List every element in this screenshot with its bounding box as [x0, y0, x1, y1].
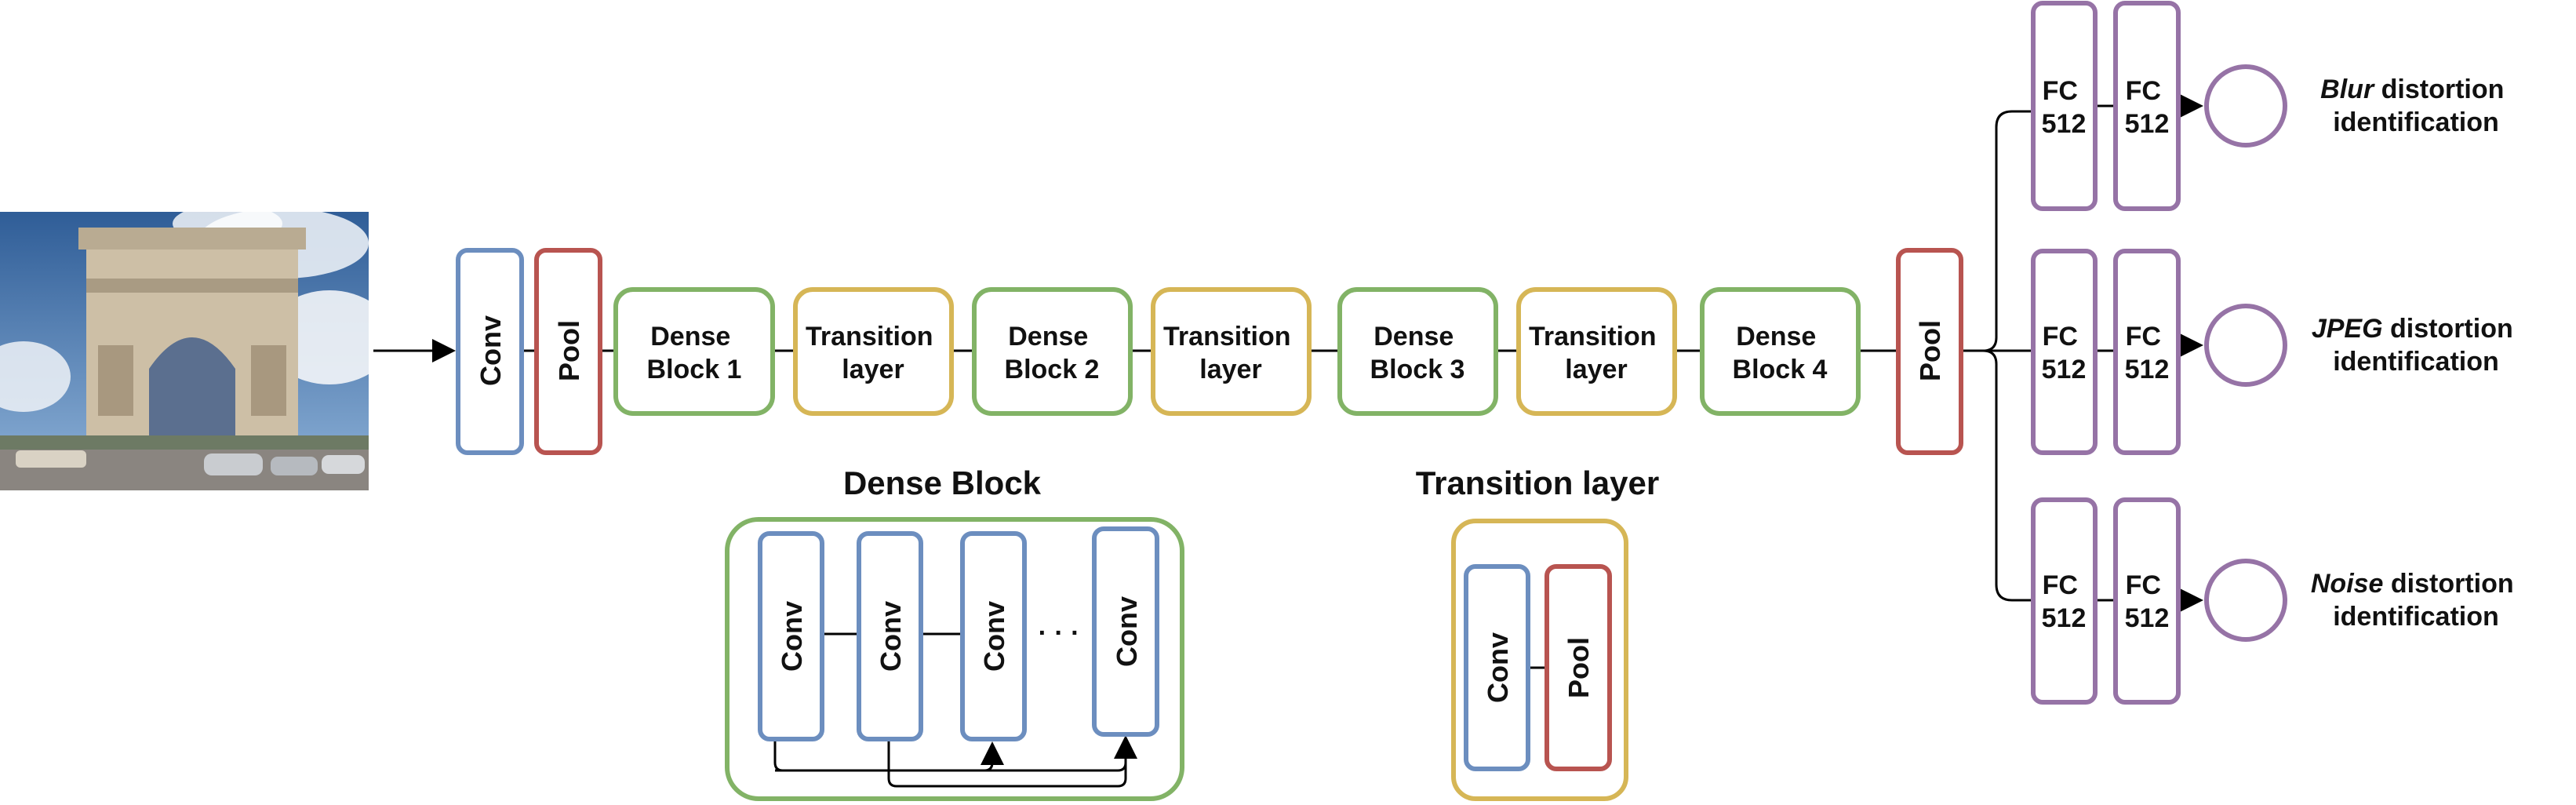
fc-block-blur-1 — [2031, 1, 2098, 211]
pool-label-1: Pool — [553, 320, 585, 381]
output-label-blur: Blur distortion identification — [2320, 75, 2512, 137]
dense-block-3-label: Dense Block 3 — [1370, 322, 1465, 384]
dense-detail-conv-4 — [1092, 526, 1159, 737]
fc-block-noise-1 — [2031, 497, 2098, 705]
output-label-jpeg: JPEG distortion identification — [2312, 314, 2520, 377]
transition-detail-conv — [1464, 564, 1530, 771]
transition-layer-2-label: Transition layer — [1163, 322, 1298, 384]
transition-detail-pool-label: Pool — [1563, 637, 1595, 698]
fc-label-noise-2: FC 512 — [2125, 570, 2170, 633]
dense-block-4-label: Dense Block 4 — [1733, 322, 1828, 384]
fc-label-blur-1: FC 512 — [2042, 76, 2087, 139]
transition-detail-pool — [1545, 564, 1612, 771]
dense-block-2 — [972, 287, 1133, 416]
fc-block-jpeg-1 — [2031, 249, 2098, 455]
transition-detail-title: Transition layer — [1416, 464, 1659, 501]
input-image — [0, 212, 369, 490]
fc-block-blur-2 — [2113, 1, 2181, 211]
output-node-noise — [2204, 559, 2287, 642]
output-node-blur — [2204, 64, 2287, 148]
fc-block-jpeg-2 — [2113, 249, 2181, 455]
fc-label-jpeg-1: FC 512 — [2042, 322, 2087, 384]
fc-label-blur-2: FC 512 — [2125, 76, 2170, 139]
transition-layer-3-label: Transition layer — [1529, 322, 1664, 384]
dense-block-1 — [613, 287, 775, 416]
fc-label-jpeg-2: FC 512 — [2125, 322, 2170, 384]
transition-layer-1 — [793, 287, 954, 416]
transition-layer-1-label: Transition layer — [806, 322, 941, 384]
dense-detail-conv-3 — [960, 531, 1027, 741]
output-label-noise: Noise distortion identification — [2311, 569, 2521, 632]
dense-block-1-label: Dense Block 1 — [647, 322, 742, 384]
transition-layer-2 — [1151, 287, 1312, 416]
transition-detail-conv-label: Conv — [1482, 632, 1514, 703]
dense-block-4 — [1700, 287, 1861, 416]
dense-detail-conv-2-label: Conv — [875, 601, 907, 672]
conv-label: Conv — [475, 315, 507, 386]
dense-detail-ellipsis: · · · — [1039, 618, 1080, 648]
dense-detail-conv-2 — [857, 531, 923, 741]
dense-detail-conv-1 — [758, 531, 824, 741]
dense-block-detail-frame — [725, 517, 1184, 801]
output-node-jpeg — [2204, 304, 2287, 387]
fc-label-noise-1: FC 512 — [2042, 570, 2087, 633]
dense-detail-conv-3-label: Conv — [978, 601, 1010, 672]
pool-block-2 — [1896, 248, 1963, 455]
transition-layer-3 — [1516, 287, 1677, 416]
dense-detail-conv-1-label: Conv — [776, 601, 808, 672]
fc-block-noise-2 — [2113, 497, 2181, 705]
pool-label-2: Pool — [1914, 320, 1946, 381]
dense-detail-conv-4-label: Conv — [1111, 596, 1143, 667]
pool-block-1 — [534, 248, 602, 455]
dense-block-2-label: Dense Block 2 — [1005, 322, 1100, 384]
dense-block-detail-title: Dense Block — [843, 464, 1042, 501]
dense-block-3 — [1337, 287, 1498, 416]
branch-connectors — [1982, 94, 2203, 612]
dense-block-detail-connectors — [773, 632, 1137, 788]
conv-block — [456, 248, 524, 455]
